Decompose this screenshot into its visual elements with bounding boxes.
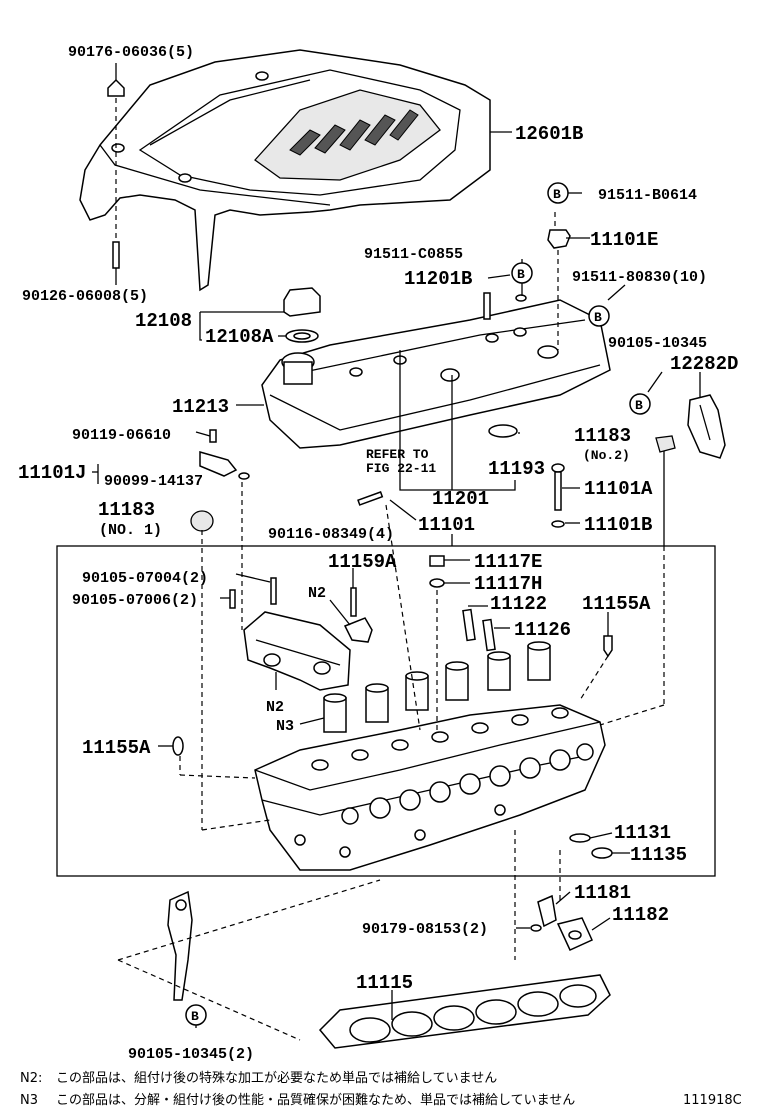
plug-11155a-left-drawing — [172, 736, 184, 756]
outlet-11181-11182-drawing — [530, 894, 593, 951]
label-91511-80830: 91511-80830(10) — [572, 269, 707, 286]
label-11201b: 11201B — [404, 268, 472, 290]
gasket-11193-drawing — [488, 424, 518, 438]
svg-text:B: B — [191, 1009, 199, 1024]
label-90116-08349: 90116-08349(4) — [268, 526, 394, 543]
label-11126: 11126 — [514, 619, 571, 641]
label-11122: 11122 — [490, 593, 547, 615]
note-n3-text: この部品は、分解・組付け後の性能・品質確保が困難なため、単品では補給していません — [56, 1092, 575, 1108]
label-11101b: 11101B — [584, 514, 652, 536]
label-91511-c0855: 91511-C0855 — [364, 246, 463, 263]
svg-text:B: B — [594, 310, 602, 325]
label-90119-06610: 90119-06610 — [72, 427, 171, 444]
label-12108a: 12108A — [205, 326, 274, 348]
label-11183-no1-sub: (NO. 1) — [99, 522, 162, 539]
note-n3-key: N3 — [20, 1093, 38, 1108]
label-n2-upper: N2 — [308, 585, 326, 602]
label-12108: 12108 — [135, 310, 192, 332]
refer-to-line2: FIG 22-11 — [366, 461, 436, 476]
bolts-90105-drawing — [229, 577, 277, 609]
bracket-12282d-drawing — [687, 394, 726, 459]
note-n2-text: この部品は、組付け後の特殊な加工が必要なため単品では補給していません — [56, 1070, 497, 1086]
label-11115: 11115 — [356, 972, 413, 994]
plug-11117-drawing — [429, 555, 445, 588]
label-11101e: 11101E — [590, 229, 658, 251]
label-n2-lower: N2 — [266, 699, 284, 716]
label-11181: 11181 — [574, 882, 631, 904]
label-90105-10345-2: 90105-10345(2) — [128, 1046, 254, 1063]
svg-text:B: B — [553, 187, 561, 202]
note-n2-key: N2: — [20, 1071, 42, 1086]
label-90099-14137: 90099-14137 — [104, 473, 203, 490]
lift-bracket-drawing — [167, 890, 193, 1001]
stud-90116-drawing — [357, 491, 384, 506]
plug-11155a-right-drawing — [603, 635, 613, 658]
stud-90126-drawing — [112, 241, 120, 269]
label-11155a-right: 11155A — [582, 593, 651, 615]
plug-11183-no2-drawing — [655, 435, 676, 453]
nut-90176-drawing — [107, 78, 125, 240]
label-n3: N3 — [276, 718, 294, 735]
head-cover-drawing — [261, 292, 611, 449]
label-11183-no2: 11183 — [574, 425, 631, 447]
label-11159a: 11159A — [328, 551, 397, 573]
label-11117e: 11117E — [474, 551, 542, 573]
b-marker: B — [588, 305, 610, 327]
svg-text:B: B — [517, 267, 525, 282]
oil-cap-drawing — [283, 287, 321, 343]
plug-11183-no1-drawing — [190, 510, 214, 532]
b-marker: B — [185, 1004, 207, 1026]
label-90126-06008: 90126-06008(5) — [22, 288, 148, 305]
part-labels: 90176-06036(5) 12601B 91511-B0614 11101E… — [18, 44, 738, 1063]
label-11193: 11193 — [488, 458, 545, 480]
engine-cover-drawing — [79, 49, 491, 292]
label-90105-10345: 90105-10345 — [608, 335, 707, 352]
label-11201: 11201 — [432, 488, 489, 510]
label-12282d: 12282D — [670, 353, 738, 375]
label-11183-no1: 11183 — [98, 499, 155, 521]
dashed-guides — [117, 250, 665, 1041]
label-11183-no2-sub: (No.2) — [583, 448, 630, 463]
label-11182: 11182 — [612, 904, 669, 926]
cylinder-head-drawing — [254, 704, 606, 871]
label-90105-07004: 90105-07004(2) — [82, 570, 208, 587]
sensor-11101e-drawing — [547, 212, 571, 249]
label-11101: 11101 — [418, 514, 475, 536]
b-marker: B — [511, 262, 533, 284]
b-markers: B B B B B — [185, 182, 651, 1026]
label-11131: 11131 — [614, 822, 671, 844]
label-90105-07006: 90105-07006(2) — [72, 592, 198, 609]
label-11117h: 11117H — [474, 573, 542, 595]
cylinder-head-group-box — [56, 545, 716, 877]
refer-to-line1: REFER TO — [366, 447, 429, 462]
cam-housing-drawing — [243, 611, 351, 691]
label-11155a-left: 11155A — [82, 737, 151, 759]
label-90179-08153: 90179-08153(2) — [362, 921, 488, 938]
label-11101j: 11101J — [18, 462, 86, 484]
label-91511-b0614: 91511-B0614 — [598, 187, 697, 204]
figure-id: 111918C — [683, 1093, 742, 1108]
b-marker: B — [629, 393, 651, 415]
bearing-cap-drawing — [343, 587, 373, 643]
svg-text:B: B — [635, 398, 643, 413]
label-11135: 11135 — [630, 844, 687, 866]
valve-lifters-drawing — [323, 641, 551, 733]
sensor-11101j-drawing — [199, 429, 250, 480]
stud-11101a-drawing — [551, 463, 565, 528]
valve-guides-drawing — [462, 608, 496, 652]
head-gasket-drawing — [318, 974, 611, 1049]
label-11213: 11213 — [172, 396, 229, 418]
b-marker: B — [547, 182, 569, 204]
label-90176-06036: 90176-06036(5) — [68, 44, 194, 61]
label-12601b: 12601B — [515, 123, 583, 145]
label-11101a: 11101A — [584, 478, 653, 500]
footnotes: N2: この部品は、組付け後の特殊な加工が必要なため単品では補給していません N… — [20, 1070, 742, 1108]
